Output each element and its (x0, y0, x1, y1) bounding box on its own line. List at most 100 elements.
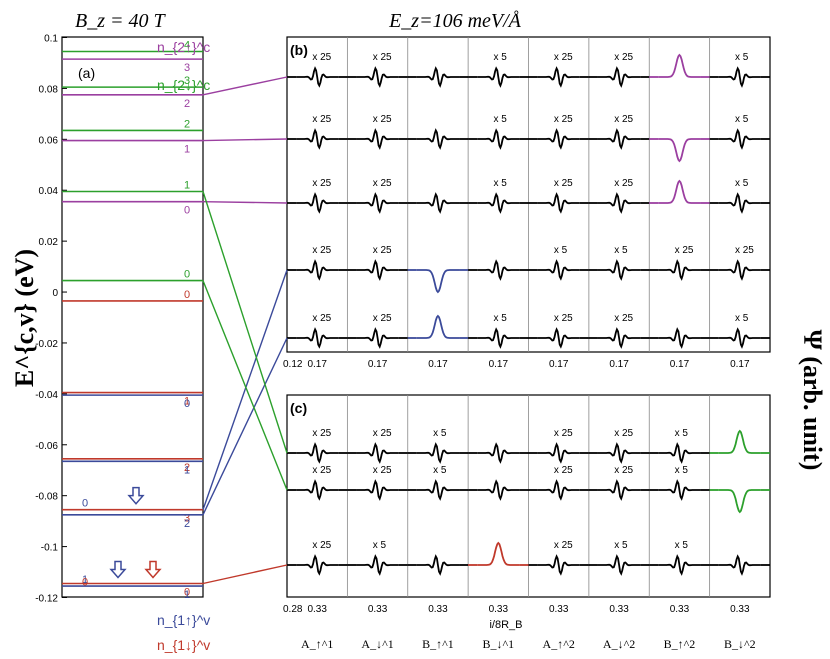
x-tick-label: 0.12 (283, 359, 303, 370)
wavefunction-segment (537, 128, 580, 150)
wavefunction-segment (718, 66, 761, 88)
y-axis-label: E^{c,v} (eV) (10, 249, 39, 387)
scale-factor: x 5 (493, 178, 507, 189)
wavefunction-segment (296, 479, 339, 501)
scale-factor: x 25 (614, 52, 633, 63)
connector-line (202, 269, 288, 510)
scale-factor: x 5 (675, 540, 689, 551)
level-index: 0 (184, 398, 190, 410)
wavefunction-segment (416, 128, 460, 150)
legend-entry: n_{1↑}^v (157, 612, 210, 628)
wavefunction-segment (597, 128, 641, 150)
wavefunction-segment (537, 554, 580, 576)
x-tick-label: 0.33 (549, 604, 569, 615)
scale-factor: x 5 (735, 178, 749, 189)
level-index-left: 0 (82, 577, 88, 589)
scale-factor: x 5 (493, 313, 507, 324)
level-index: 3 (184, 75, 190, 87)
wavefunction-segment (477, 541, 520, 566)
scale-factor: x 5 (614, 245, 628, 256)
level-index: 1 (184, 589, 190, 601)
scale-factor: x 5 (614, 540, 628, 551)
level-index: 2 (184, 518, 190, 530)
level-index: 1 (184, 464, 190, 476)
wavefunction-segment (658, 479, 701, 501)
scale-factor: x 25 (554, 465, 573, 476)
sublattice-label: A_↑^1 (301, 637, 333, 651)
wavefunction-segment (416, 192, 460, 214)
wavefunction-segment (356, 327, 399, 349)
scale-factor: x 25 (554, 428, 573, 439)
wavefunction-segment (658, 138, 701, 163)
y-tick-label: -0.1 (41, 543, 59, 554)
sublattice-label: B_↓^1 (482, 637, 514, 651)
wavefunction-segment (356, 479, 399, 501)
level-index: 2 (184, 98, 190, 110)
connector-line (202, 200, 288, 204)
wavefunction-segment (597, 192, 641, 214)
wavefunction-segment (718, 489, 761, 514)
scale-factor: x 25 (373, 114, 392, 125)
connector-line (202, 76, 288, 96)
wavefunction-segment (658, 259, 701, 281)
scale-factor: x 25 (554, 52, 573, 63)
x-tick-label: 0.17 (489, 359, 509, 370)
x-tick-label: 0.33 (730, 604, 750, 615)
level-index: 0 (184, 205, 190, 217)
scale-factor: x 25 (554, 178, 573, 189)
wavefunction-segment (296, 442, 339, 464)
wavefunction-segment (477, 442, 520, 464)
x-tick-label: 0.33 (489, 604, 509, 615)
scale-factor: x 25 (614, 114, 633, 125)
y-tick-label: 0.02 (39, 237, 59, 248)
field-title: E_z=106 meV/Å (388, 10, 522, 32)
y-tick-label: 0.08 (39, 84, 59, 95)
scale-factor: x 25 (554, 313, 573, 324)
scale-factor: x 25 (554, 114, 573, 125)
wavefunction-segment (537, 192, 580, 214)
scale-factor: x 5 (493, 114, 507, 125)
scale-factor: x 5 (675, 465, 689, 476)
connector-line (202, 564, 288, 585)
wavefunction-segment (537, 259, 580, 281)
wavefunction-segment (477, 259, 520, 281)
wavefunction-segment (356, 66, 399, 88)
panel-a-frame (61, 36, 204, 598)
level-index: 1 (184, 396, 190, 408)
scale-factor: x 25 (554, 540, 573, 551)
scale-factor: x 25 (312, 540, 331, 551)
scale-factor: x 5 (735, 313, 749, 324)
scale-factor: x 25 (373, 178, 392, 189)
level-index: 3 (184, 513, 190, 525)
scale-factor: x 5 (554, 245, 568, 256)
wavefunction-segment (356, 192, 399, 214)
x-tick-label: 0.17 (609, 359, 629, 370)
x-axis-label: i/8R_B (489, 619, 522, 631)
legend-entry: n_{2↓}^c (157, 77, 210, 93)
x-tick-label: 0.17 (549, 359, 569, 370)
scale-factor: x 25 (373, 245, 392, 256)
wavefunction-segment (416, 479, 460, 501)
wavefunction-segment (416, 66, 460, 88)
x-tick-label: 0.33 (670, 604, 690, 615)
wavefunction-segment (416, 442, 460, 464)
legend: n_{2↑}^cn_{2↓}^cn_{1↑}^vn_{1↓}^v (157, 39, 210, 653)
scale-factor: x 25 (614, 178, 633, 189)
panel-label: (c) (290, 400, 307, 416)
scale-factor: x 25 (735, 245, 754, 256)
y-tick-label: -0.04 (35, 390, 58, 401)
y-tick-label: -0.12 (35, 594, 58, 605)
scale-factor: x 5 (675, 428, 689, 439)
wavefunction-segment (658, 554, 701, 576)
wavefunction-segment (416, 314, 460, 339)
x-tick-label: 0.33 (428, 604, 448, 615)
level-index: 0 (184, 289, 190, 301)
scale-factor: x 25 (614, 428, 633, 439)
scale-factor: x 5 (373, 540, 387, 551)
x-tick-label: 0.28 (283, 604, 303, 615)
wavefunction-segment (477, 327, 520, 349)
scale-factor: x 25 (312, 245, 331, 256)
sublattice-label: A_↓^2 (603, 637, 635, 651)
level-index: 2 (184, 118, 190, 130)
